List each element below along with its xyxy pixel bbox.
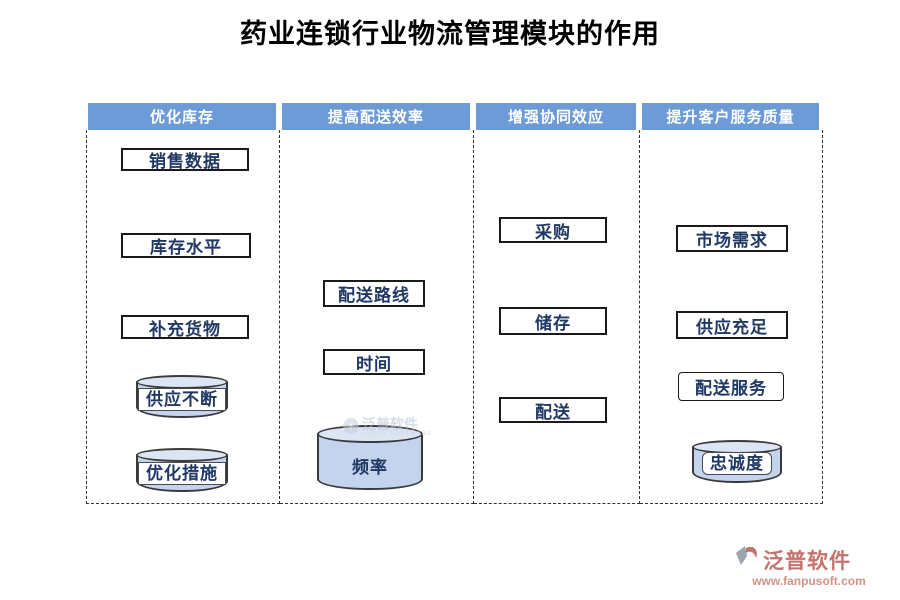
column-customer-service: 提升客户服务质量 市场需求 供应充足 配送服务 忠诚度 [640,103,823,504]
column-header: 增强协同效应 [476,103,636,130]
cylinder-frequency: 频率 [317,425,423,490]
column-body: 销售数据 库存水平 补充货物 供应不断 优化措施 [86,130,280,504]
node-time: 时间 [323,349,425,375]
cylinder-label: 优化措施 [138,462,226,485]
column-optimize-inventory: 优化库存 销售数据 库存水平 补充货物 供应不断 优化措施 [86,103,280,504]
column-header: 提升客户服务质量 [642,103,819,130]
page-title: 药业连锁行业物流管理模块的作用 [240,19,660,49]
node-procurement: 采购 [499,217,607,243]
cylinder-continuous-supply: 供应不断 [136,375,228,418]
node-sales-data: 销售数据 [121,148,249,171]
cylinder-body [317,434,423,490]
cylinder-top [317,425,423,443]
brand-logo-icon [734,544,761,576]
column-header: 优化库存 [88,103,276,130]
brand-url: www.fanpusoft.com [752,574,866,588]
column-header: 提高配送效率 [282,103,470,130]
cylinder-optimization-measures: 优化措施 [136,448,228,492]
node-delivery-service: 配送服务 [678,372,784,401]
column-body: 采购 储存 配送 [474,130,640,504]
cylinder-label: 供应不断 [138,388,226,411]
brand-name: 泛普软件 [763,550,851,573]
cylinder-label: 频率 [352,458,388,477]
node-replenish-goods: 补充货物 [121,315,249,339]
brand-logo: 泛普软件 www.fanpusoft.com [734,544,884,588]
cylinder-top [136,448,228,462]
node-delivery-routes: 配送路线 [323,280,425,307]
column-body: 市场需求 供应充足 配送服务 忠诚度 [640,130,823,504]
cylinder-top [136,375,228,389]
node-adequate-supply: 供应充足 [676,311,788,339]
column-synergy: 增强协同效应 采购 储存 配送 [474,103,640,504]
diagram: 优化库存 销售数据 库存水平 补充货物 供应不断 优化措施 提高配送效率 配送路… [86,103,823,504]
column-body: 配送路线 时间 频率 [280,130,474,504]
node-storage: 储存 [499,307,607,335]
node-market-demand: 市场需求 [676,225,788,252]
node-delivery: 配送 [499,397,607,423]
cylinder-label: 忠诚度 [702,452,772,475]
node-inventory-level: 库存水平 [121,233,251,258]
column-delivery-efficiency: 提高配送效率 配送路线 时间 频率 [280,103,474,504]
cylinder-loyalty: 忠诚度 [692,440,782,483]
